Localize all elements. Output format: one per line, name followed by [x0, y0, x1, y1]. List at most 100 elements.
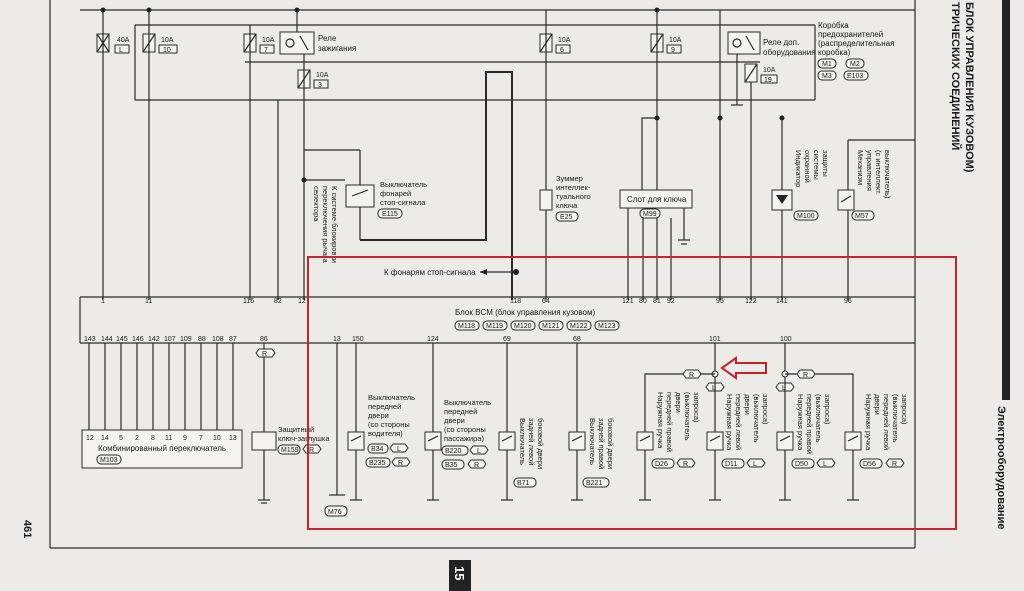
connector-code: M76: [328, 509, 342, 516]
rear-left-handle-switch: Наружная ручка передней правой (выключат…: [776, 394, 836, 469]
label-line: двери: [743, 394, 752, 415]
side-label: L: [823, 461, 827, 468]
fuse-10a-3: 10A 3: [297, 69, 329, 89]
combo-switch-label: Комбинированный переключатель: [98, 444, 226, 453]
label-line: передней левой: [882, 394, 891, 450]
label-line: Выключатель: [380, 180, 427, 189]
label-line: передней: [368, 402, 401, 411]
connector-code: D11: [725, 461, 737, 468]
bcm-pin: 101: [709, 336, 721, 343]
key-slot: Слот для ключа M99: [619, 189, 693, 219]
pin: 5: [119, 435, 123, 442]
bcm-pin: 143: [84, 336, 96, 343]
label-line: двери: [368, 411, 389, 420]
bcm-pin: 146: [132, 336, 144, 343]
front-right-handle-switch: Наружная ручка передней правой двери (вы…: [636, 392, 701, 469]
connector-code: B71: [517, 480, 530, 487]
fuse-code: 9: [671, 47, 675, 54]
bcm-pin: 64: [542, 298, 550, 305]
relay-label-1: Реле доп.: [763, 38, 799, 47]
steering-lock: Механизм управления (с интеллект. выключ…: [837, 150, 892, 221]
label-line: ключа: [556, 201, 578, 210]
label-line: туального: [556, 192, 591, 201]
label-line: передней левой: [734, 394, 743, 450]
fuse-10a-7: 10A 7: [243, 33, 275, 54]
bcm-pin: 100: [780, 336, 792, 343]
wire-pin-118: [360, 71, 513, 300]
label-line: фонарей: [380, 189, 411, 198]
label-line: запроса): [823, 394, 832, 425]
ignition-relay: Реле зажигания: [279, 31, 356, 55]
bcm-pin: 122: [745, 298, 757, 305]
fuse-amp: 10A: [262, 37, 275, 44]
label-line: системы: [812, 150, 821, 180]
bcm-pin: 144: [101, 336, 113, 343]
label-line: боковой двери: [536, 418, 545, 469]
fuse-amp: 10A: [161, 37, 174, 44]
label-line: Наружная ручка: [725, 394, 734, 451]
fuse-code: 6: [560, 47, 564, 54]
label-line: Индикатор: [794, 150, 803, 187]
fuse-amp: 10A: [558, 37, 571, 44]
section-title: Электрооборудование: [995, 406, 1007, 529]
fuse-box-label: Коробка предохранителей (распределительн…: [817, 21, 894, 81]
side-page-number: 461: [21, 520, 33, 538]
label-line: передней правой: [805, 394, 814, 454]
pin: 11: [165, 435, 172, 442]
connector-code: M103: [100, 457, 118, 464]
connector-code: D56: [863, 461, 876, 468]
pin: 2: [135, 435, 139, 442]
shift-lock-line: К системе блокировки: [330, 186, 339, 263]
bcm-pin: 11: [145, 298, 152, 305]
buzzer: Зуммер интеллек- туального ключа E25: [539, 174, 591, 222]
connector-code: M100: [797, 213, 815, 220]
fuse-code: 19: [764, 77, 772, 84]
label-line: (со стороны: [368, 420, 410, 429]
label-line: Выключатель: [588, 418, 597, 465]
label-line: (выключатель: [891, 394, 900, 443]
side-label: R: [474, 462, 479, 469]
fuse-code: 10: [163, 47, 171, 54]
label-line: выключатель): [883, 150, 892, 199]
connector-code: B221: [586, 480, 602, 487]
label-line: двери: [444, 416, 465, 425]
side-label: L: [782, 385, 786, 392]
side-tag: [682, 369, 702, 379]
connector-code: B220: [445, 448, 461, 455]
fuse-10a-19: 10A 19: [744, 63, 778, 84]
label-line: передней: [444, 407, 477, 416]
pin: 14: [101, 435, 109, 442]
bcm-pin: 109: [180, 336, 192, 343]
fuse-amp: 40A: [117, 37, 130, 44]
bcm-pin: 87: [229, 336, 237, 343]
label-line: двери: [674, 392, 683, 413]
connector-code: M99: [643, 211, 657, 218]
page-number: 15: [452, 566, 467, 580]
bcm-pin: 108: [212, 336, 224, 343]
fuse-10a-10: 10A 10: [142, 33, 178, 54]
bcm-pin: 141: [776, 298, 788, 305]
bcm-pin: 86: [260, 336, 268, 343]
side-label: R: [803, 372, 808, 379]
relay-label-2: зажигания: [318, 44, 356, 53]
label-line: управления: [865, 150, 874, 191]
connector-code: M120: [514, 323, 532, 330]
front-left-handle-switch: Наружная ручка передней левой двери (вык…: [706, 394, 770, 469]
connector-code: B34: [371, 446, 384, 453]
label-line: предохранителей: [818, 30, 883, 39]
fuse-amp: 10A: [669, 37, 682, 44]
label-line: стоп-сигнала: [380, 198, 426, 207]
label-line: интеллек-: [556, 183, 591, 192]
connector-code: M119: [486, 323, 503, 330]
connector-code: E25: [560, 214, 573, 221]
side-tag: [796, 369, 816, 379]
brake-switch: Выключатель фонарей стоп-сигнала E115: [345, 180, 427, 219]
connector-code: M57: [855, 213, 869, 220]
side-label: L: [477, 448, 481, 455]
combo-switch-wires: [88, 343, 234, 430]
bcm-pin: 81: [653, 298, 661, 305]
side-label: R: [309, 447, 314, 454]
connector-code: B35: [445, 462, 458, 469]
